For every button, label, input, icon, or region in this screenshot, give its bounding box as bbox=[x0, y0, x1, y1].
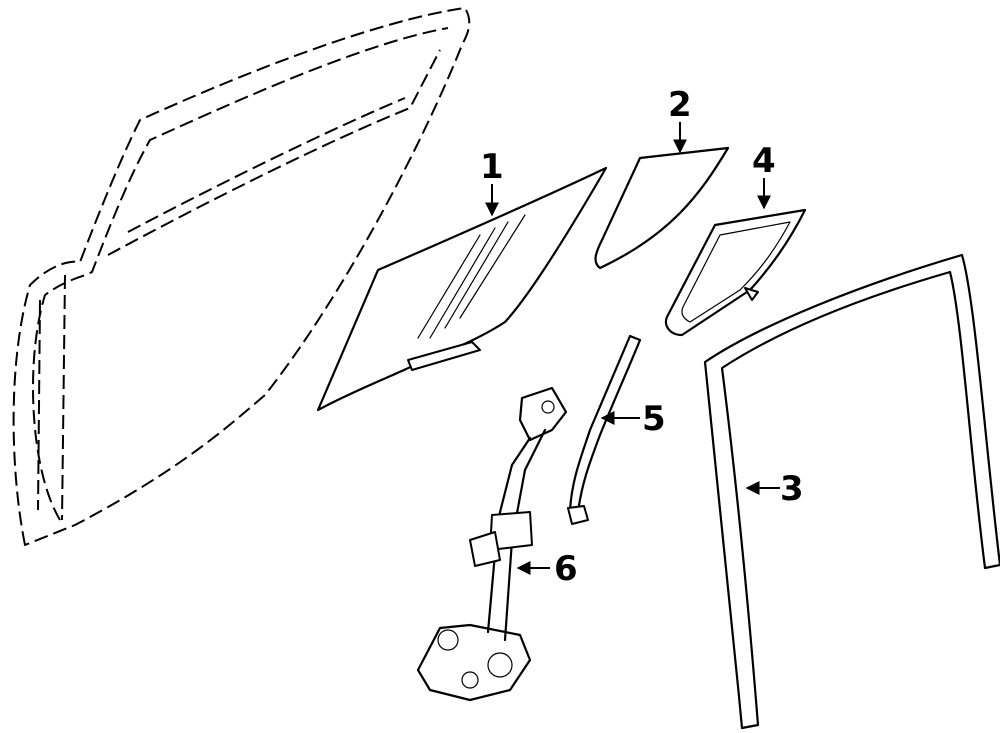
callout-1-label: 1 bbox=[480, 147, 504, 187]
door-frame-outline bbox=[12, 7, 471, 546]
window-regulator-part bbox=[416, 386, 568, 702]
callout-4-label: 4 bbox=[752, 141, 776, 181]
callout-leaders bbox=[485, 122, 780, 575]
callout-2-label: 2 bbox=[668, 85, 692, 125]
quarter-glass-seal-part bbox=[664, 208, 807, 337]
glass-run-channel-part bbox=[703, 253, 1000, 730]
quarter-glass-part bbox=[594, 146, 730, 270]
guide-channel-part bbox=[567, 334, 642, 525]
callout-3-label: 3 bbox=[780, 469, 804, 509]
door-glass-part bbox=[316, 166, 608, 412]
callout-5-label: 5 bbox=[642, 399, 666, 439]
callout-6-label: 6 bbox=[554, 549, 578, 589]
